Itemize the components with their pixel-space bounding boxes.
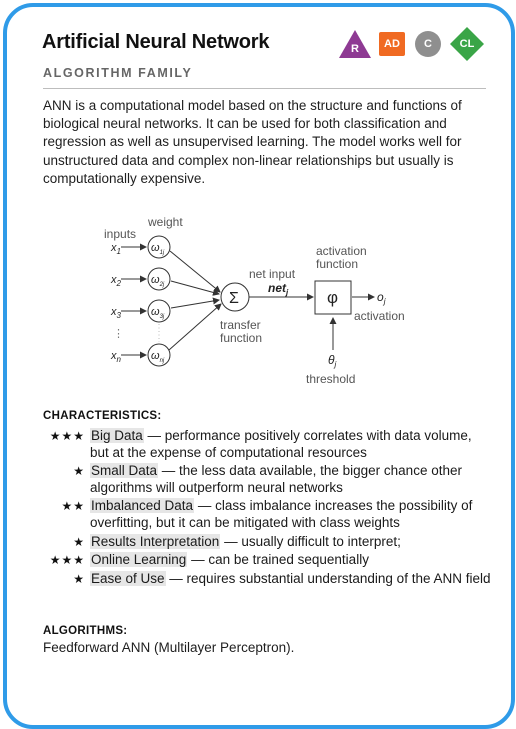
- triangle-icon: [339, 30, 371, 58]
- characteristic-name: Ease of Use: [90, 570, 166, 586]
- characteristics-list: ★★★ Big Data — performance positively co…: [43, 428, 493, 590]
- sigma-symbol: Σ: [229, 290, 239, 307]
- diamond-icon: [450, 27, 484, 61]
- badge-label-r: R: [351, 43, 359, 55]
- characteristic-name: Imbalanced Data: [90, 498, 195, 514]
- rating-stars: ★★★: [49, 429, 85, 443]
- weight-1-edge: [169, 250, 221, 293]
- clustering-badge: CL: [450, 27, 484, 61]
- list-item: ★★ Imbalanced Data — class imbalance inc…: [43, 498, 493, 531]
- weight-node-2: [147, 267, 171, 291]
- characteristics-heading: CHARACTERISTICS:: [43, 410, 162, 422]
- weight-node-3: [147, 299, 171, 323]
- algorithms-text: Feedforward ANN (Multilayer Perceptron).: [43, 640, 295, 655]
- badge-group: R AD C CL: [338, 27, 490, 61]
- weight-node-n: [147, 343, 171, 367]
- page-subtitle: ALGORITHM FAMILY: [43, 66, 193, 80]
- threshold-label: threshold: [306, 372, 355, 386]
- characteristic-text: — usually difficult to interpret;: [220, 533, 401, 549]
- list-item: ★★★ Online Learning — can be trained seq…: [43, 552, 493, 569]
- weight-node-1: [147, 235, 171, 259]
- weight-n-edge: [168, 303, 222, 351]
- header-divider: [43, 88, 486, 89]
- threshold-variable: θj: [328, 353, 337, 369]
- characteristic-text: — requires substantial understanding of …: [165, 570, 491, 586]
- regression-badge: R: [338, 29, 372, 59]
- description-text: ANN is a computational model based on th…: [43, 98, 462, 186]
- rating-stars: ★: [73, 571, 85, 586]
- activation-function-label: activation: [316, 244, 367, 258]
- rating-stars: ★: [73, 464, 85, 479]
- page-title: Artificial Neural Network: [42, 31, 270, 53]
- characteristic-name: Small Data: [90, 463, 159, 479]
- characteristic-name: Results Interpretation: [90, 533, 221, 549]
- characteristic-name: Online Learning: [90, 552, 188, 568]
- input-x3: x3: [110, 306, 122, 320]
- rating-stars: ★: [73, 534, 85, 549]
- list-item: ★ Ease of Use — requires substantial und…: [43, 570, 493, 588]
- characteristic-text: — can be trained sequentially: [187, 552, 369, 568]
- input-xn: xn: [110, 350, 122, 364]
- transfer-function-label: function: [220, 331, 262, 345]
- inputs-ellipsis: ⋮: [113, 328, 124, 340]
- weight-wn: ωnj: [151, 350, 165, 364]
- weight-w3: ω3j: [151, 306, 165, 320]
- phi-symbol: φ: [327, 288, 338, 307]
- algorithm-card: [3, 3, 515, 729]
- weight-3-edge: [170, 297, 220, 309]
- net-input-label: net input: [249, 267, 296, 281]
- input-x1: x1: [110, 242, 121, 256]
- rating-stars: ★★: [61, 499, 85, 514]
- classification-badge: C: [415, 31, 441, 57]
- algorithms-heading: ALGORITHMS:: [43, 625, 128, 637]
- characteristic-text: — class imbalance increases the possibil…: [90, 498, 473, 530]
- characteristic-text: — performance positively correlates with…: [90, 428, 472, 460]
- weight-2-edge: [170, 280, 220, 296]
- activation-box: [314, 280, 352, 315]
- neuron-diagram: inputs weight net input transfer functio…: [104, 215, 405, 386]
- weight-w2: ω2j: [151, 274, 165, 288]
- output-variable: oj: [377, 290, 386, 306]
- weight-w1: ω1j: [151, 242, 165, 256]
- badge-label-ad: AD: [384, 38, 400, 50]
- summation-node: [220, 282, 250, 312]
- transfer-label: transfer: [220, 318, 261, 332]
- characteristic-name: Big Data: [90, 428, 144, 443]
- input-x2: x2: [110, 274, 122, 288]
- weight-label: weight: [147, 215, 183, 229]
- activation-function-label-2: function: [316, 257, 358, 271]
- list-item: ★★★ Big Data — performance positively co…: [43, 428, 493, 461]
- inputs-label: inputs: [104, 227, 136, 241]
- list-item: ★ Results Interpretation — usually diffi…: [43, 533, 493, 551]
- net-variable: netj: [268, 281, 289, 297]
- badge-label-cl: CL: [459, 38, 475, 50]
- badge-label-c: C: [424, 38, 432, 50]
- characteristic-text: — the less data available, the bigger ch…: [90, 463, 462, 495]
- rating-stars: ★★★: [49, 553, 85, 568]
- activation-label: activation: [354, 309, 405, 323]
- list-item: ★ Small Data — the less data available, …: [43, 463, 493, 496]
- anomaly-detection-badge: AD: [379, 32, 405, 56]
